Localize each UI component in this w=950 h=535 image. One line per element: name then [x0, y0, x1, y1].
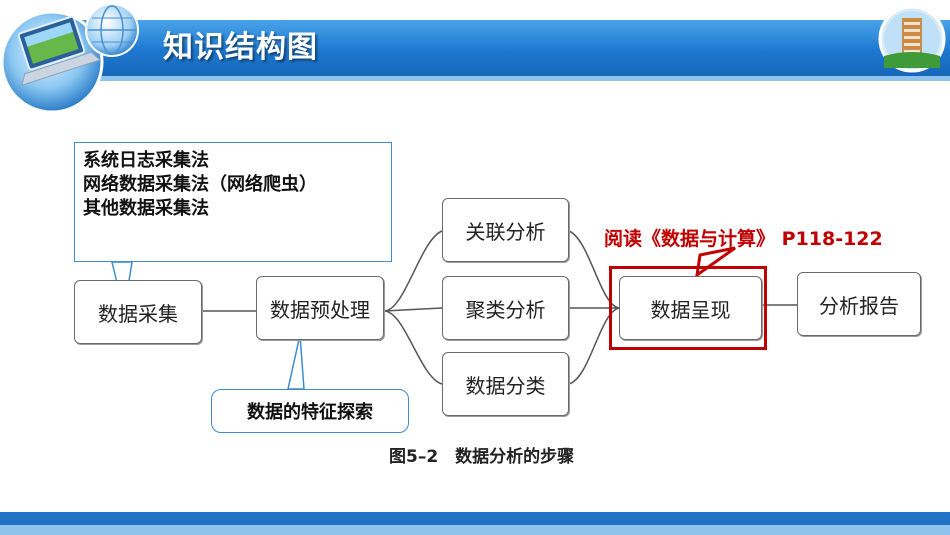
laptop-globe-logo-icon	[0, 3, 139, 114]
collection-methods-callout: 系统日志采集法 网络数据采集法（网络爬虫） 其他数据采集法	[74, 142, 392, 262]
footer-bar	[0, 512, 950, 525]
node-data-classification: 数据分类	[442, 352, 569, 416]
figure-caption: 图5–2 数据分析的步骤	[389, 447, 575, 467]
node-data-preprocessing: 数据预处理	[256, 276, 384, 340]
node-clustering-analysis: 聚类分析	[442, 276, 569, 340]
node-data-collection: 数据采集	[74, 280, 202, 344]
title-stripe	[60, 76, 950, 81]
node-data-presentation: 数据呈现	[619, 276, 762, 340]
node-association-analysis: 关联分析	[442, 198, 569, 262]
reading-note: 阅读《数据与计算》 P118-122	[604, 228, 883, 250]
building-logo-icon	[878, 5, 946, 73]
callout-line: 网络数据采集法（网络爬虫）	[83, 174, 317, 195]
footer-stripe	[0, 525, 950, 535]
page-title: 知识结构图	[163, 30, 318, 65]
title-bar	[60, 20, 950, 76]
callout-line: 其他数据采集法	[83, 198, 209, 219]
callout-line: 系统日志采集法	[83, 150, 209, 171]
node-analysis-report: 分析报告	[797, 272, 921, 336]
feature-exploration-callout: 数据的特征探索	[211, 389, 409, 433]
presentation-highlight-box	[609, 266, 767, 350]
